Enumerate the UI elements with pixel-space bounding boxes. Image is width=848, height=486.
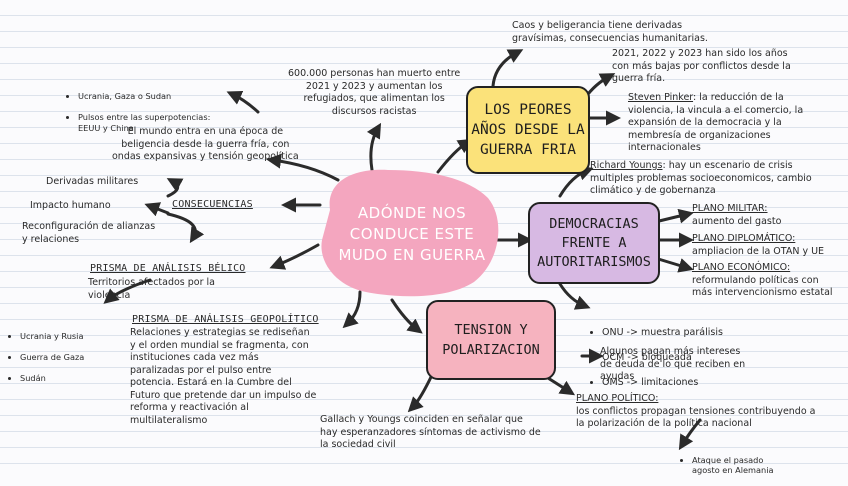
belico-title: PRISMA DE ANÁLISIS BÉLICO [90,263,246,274]
plano-economico-title: PLANO ECONÓMICO: [692,262,791,273]
geopolitico-title: PRISMA DE ANÁLISIS GEOPOLÍTICO [132,314,319,325]
organismos-list: ONU -> muestra parálisis OCM -> bloquead… [590,302,723,415]
caos-text: Caos y beligerancia tiene derivadas grav… [512,20,708,44]
plano-diplomatico-text: ampliacion de la OTAN y UE [692,245,825,257]
plano-militar-text: aumento del gasto [692,215,782,227]
youngs-name: Richard Youngs [590,160,663,171]
plano-diplomatico-title: PLANO DIPLOMÁTICO: [692,233,796,244]
list-item: Ataque el pasado agosto en Alemania [692,455,774,476]
plano-militar: PLANO MILITAR:aumento del gasto [692,203,781,228]
plano-economico: PLANO ECONÓMICO:reformulando políticas c… [692,262,833,300]
list-item: Pulsos entre las superpotencias: EEUU y … [78,112,210,133]
epoca-text: El mundo entra en una época de beligenci… [112,126,299,162]
pinker-body: : la reducción de la violencia, la vincu… [628,92,804,153]
consecuencia-item: Reconfiguración de alianzas y relaciones [22,221,156,245]
pinker-name: Steven Pinker [628,92,694,103]
anios-text: 2021, 2022 y 2023 han sido los años con … [612,48,791,84]
list-item: OCM -> bloqueada [602,352,723,365]
central-topic-title: ADÓNDE NOS CONDUCE ESTE MUDO EN GUERRA [338,203,486,264]
tension-node: TENSION Y POLARIZACION [426,300,556,380]
democracias-node: DEMOCRACIAS FRENTE A AUTORITARISMOS [528,202,660,284]
geopolitico-text: Relaciones y estrategias se rediseñan y … [130,327,317,426]
plano-militar-title: PLANO MILITAR: [692,203,768,214]
plano-diplomatico: PLANO DIPLOMÁTICO:ampliacion de la OTAN … [692,233,824,258]
youngs-text: Richard Youngs: hay un escenario de cris… [590,160,812,198]
superpotencias-list: Ucrania, Gaza o Sudan Pulsos entre las s… [66,70,210,154]
list-item: Guerra de Gaza [20,352,84,363]
youngs-body: : hay un escenario de crisis multiples p… [590,160,812,196]
consecuencia-item: Impacto humano [30,200,111,211]
plano-economico-text: reformulando políticas con más intervenc… [692,274,833,299]
plano-politico-text: los conflictos propagan tensiones contri… [576,405,816,430]
muertos-text: 600.000 personas han muerto entre 2021 y… [288,68,461,117]
ataque-list: Ataque el pasado agosto en Alemania [680,444,774,486]
list-item: Ucrania, Gaza o Sudan [78,91,210,102]
belico-text: Territorios afectados por la violencia [88,277,216,301]
list-item: ONU -> muestra parálisis [602,327,723,340]
gallach-text: Gallach y Youngs coinciden en señalar qu… [320,414,541,450]
peores-anos-node: LOS PEORES AÑOS DESDE LA GUERRA FRIA [466,86,590,174]
plano-politico: PLANO POLÍTICO:los conflictos propagan t… [576,393,816,431]
list-item: Ucrania y Rusia [20,331,84,342]
plano-politico-title: PLANO POLÍTICO: [576,393,659,404]
list-item: Sudán [20,373,84,384]
pinker-text: Steven Pinker: la reducción de la violen… [628,92,803,155]
pagan-text: Algunos pagan más intereses de deuda de … [600,346,746,382]
list-item: OMS -> limitaciones [602,377,723,390]
consecuencias-title: CONSECUENCIAS [172,199,253,210]
consecuencia-item: Derivadas militares [46,176,139,187]
belico-list: Ucrania y Rusia Guerra de Gaza Sudán [8,310,84,405]
